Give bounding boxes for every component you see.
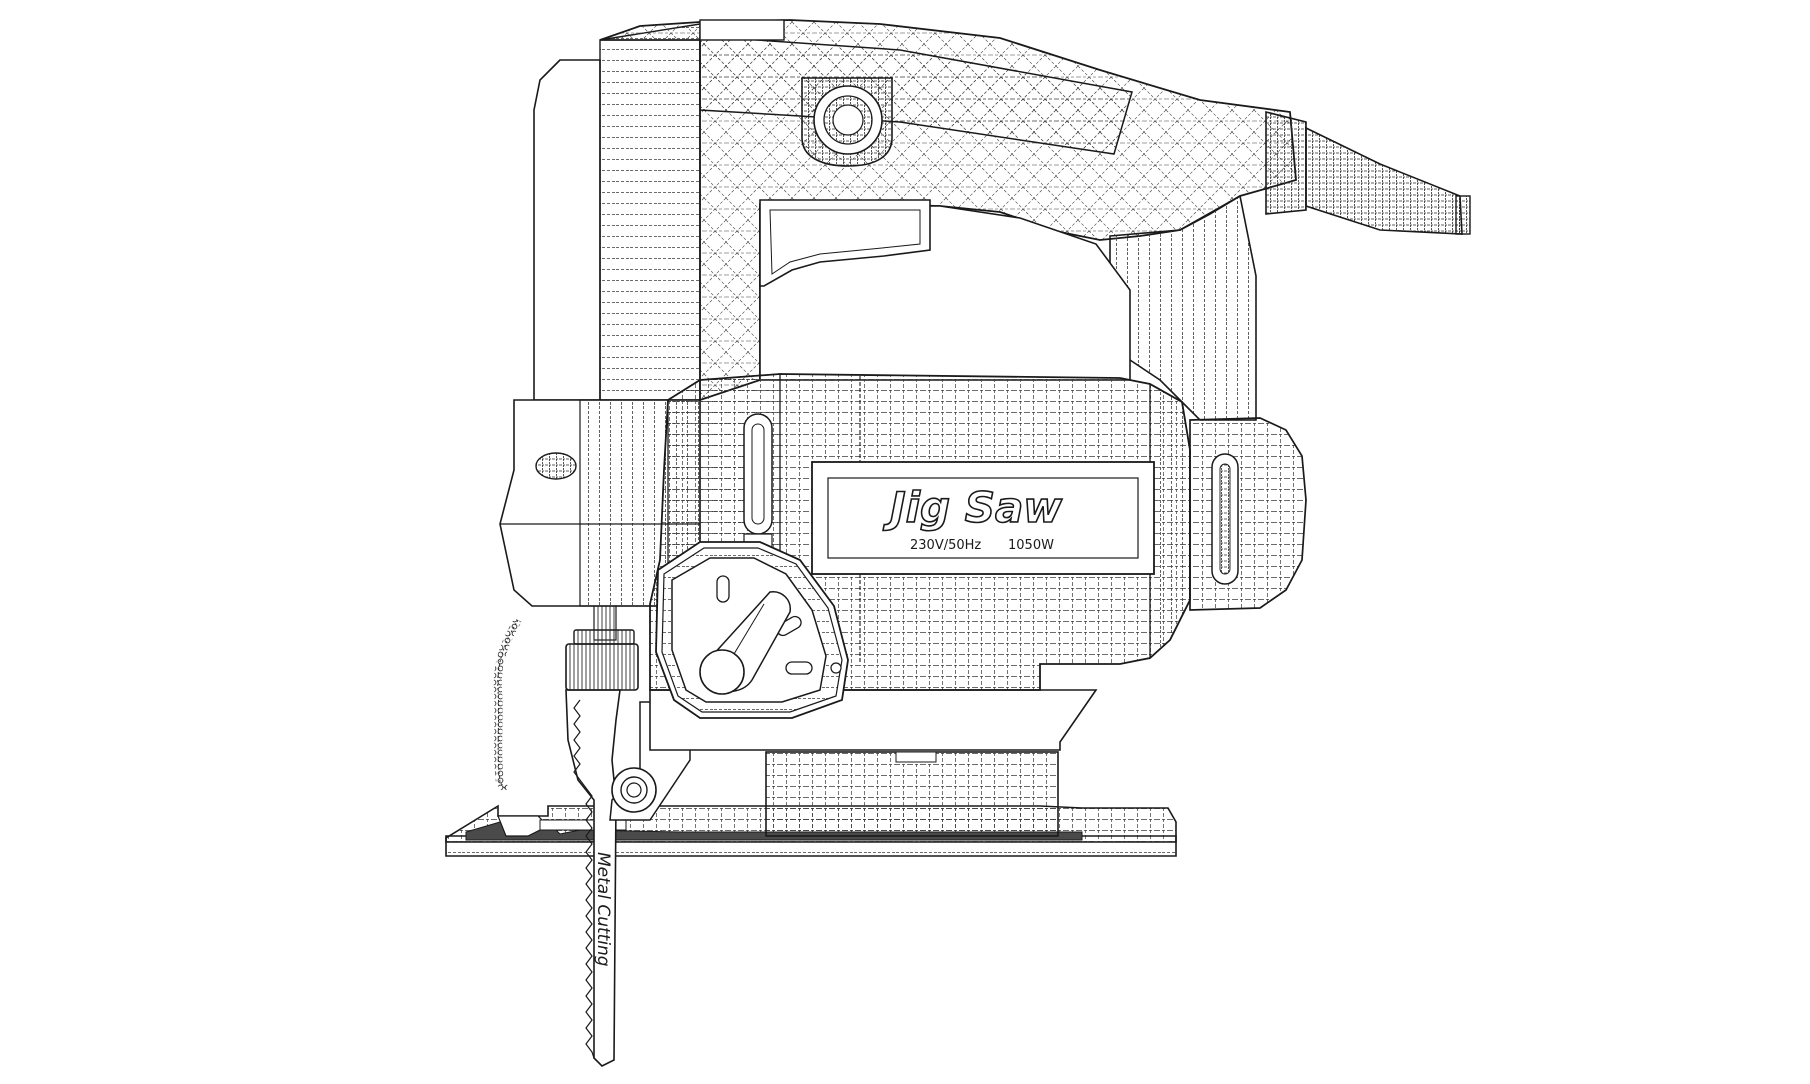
saw-blade-body (565, 689, 621, 1067)
saw-blade-teeth (573, 699, 595, 1059)
label-plate: Jig Saw 230V/50Hz 1050W (811, 461, 1155, 575)
saw-blade: Metal Cutting (565, 689, 621, 1067)
cord-tip (1455, 195, 1471, 235)
label-power-text: 1050W (1008, 538, 1054, 553)
lock-button-cap (832, 104, 864, 136)
cord-strain-relief (1265, 110, 1471, 235)
cord-collar (1265, 110, 1307, 215)
orbital-action-dial (655, 541, 849, 719)
nose-housing-outline (533, 59, 601, 401)
motor-rear-shoulder (1149, 382, 1191, 660)
lock-on-button (801, 77, 893, 167)
end-cap-vent-slot-inner (1219, 463, 1231, 575)
main-handle (599, 19, 1297, 421)
base-plate-blade-slot (497, 815, 550, 837)
dial-position-slot-0 (716, 575, 730, 603)
nose-screw-hole (535, 452, 577, 480)
label-voltage-text: 230V/50Hz (910, 538, 981, 553)
foot-notch (895, 751, 937, 763)
end-cap-body (1189, 417, 1307, 611)
label-brand-text: Jig Saw (883, 483, 1062, 532)
handle-grip-panel (699, 35, 1133, 155)
trigger-switch-inner (769, 209, 921, 275)
cord-sleeve (1305, 126, 1463, 235)
motor-front-vent-slot-inner (751, 423, 765, 525)
handle-top-tab (699, 19, 785, 41)
dial-position-slot-3 (785, 661, 813, 675)
nose-housing-face (599, 23, 701, 401)
dial-pointer-dot (830, 662, 842, 674)
foot-block (765, 751, 1059, 837)
saw-blade-label: Metal Cutting (593, 852, 613, 967)
guide-roller-hub (626, 782, 642, 798)
safety-chain (493, 617, 522, 793)
safety-chain-links (493, 617, 522, 793)
dial-lever-knob (699, 649, 745, 695)
motor-end-cap (1189, 417, 1307, 611)
clamp-collar-upper (573, 629, 635, 645)
base-plate-rear-slot (539, 819, 627, 831)
label-plate-inner (827, 477, 1139, 559)
clamp-collar (565, 643, 639, 691)
trigger-switch (759, 199, 931, 287)
motor-front-vent-slot (743, 413, 773, 535)
